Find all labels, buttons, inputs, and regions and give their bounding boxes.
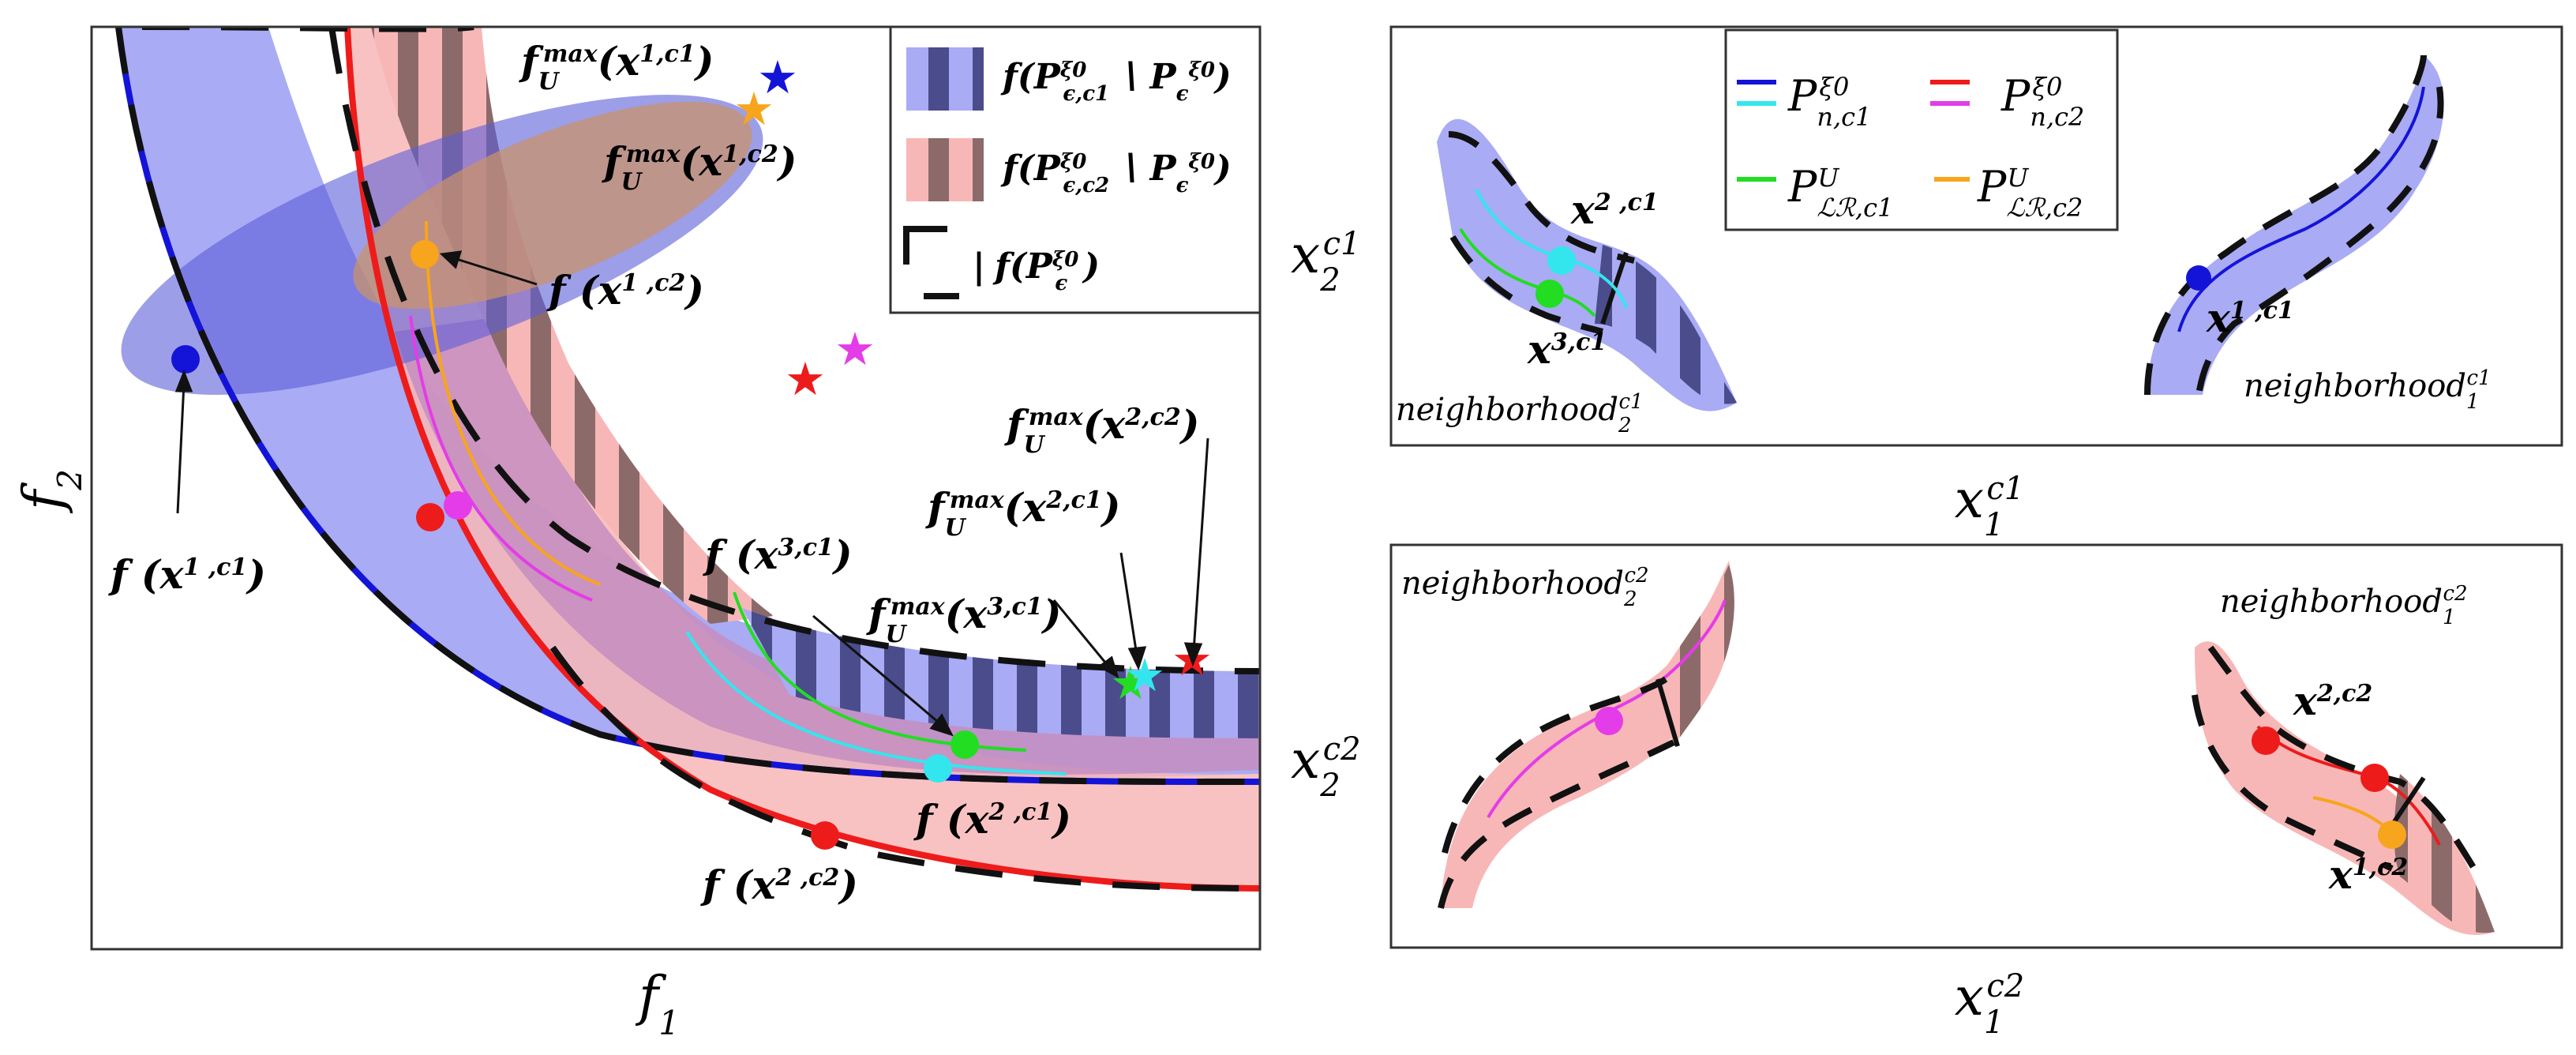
point-f-x2c2	[811, 821, 839, 850]
nb2-c1-dash-bottom	[1449, 235, 1603, 335]
blue-striped-region	[742, 608, 1260, 738]
label-x1c1: x1 ,c1	[2206, 295, 2294, 341]
blue-dashed-outline	[115, 27, 1260, 785]
svg-text:Pn,c2ξ0: Pn,c2ξ0	[2000, 71, 2084, 132]
label-nb2-c2: neighborhood2c2	[1401, 564, 1649, 611]
label-f-x3c1: f (x3,c1)	[703, 531, 853, 578]
left-panel-frame	[90, 25, 1262, 951]
bottom-right-frame	[1389, 543, 2563, 949]
nb2-c2-band	[1441, 561, 1732, 908]
point-red-1	[416, 503, 444, 531]
svg-text:Pℒℛ,c1U: Pℒℛ,c1U	[1787, 162, 1893, 223]
overlap-band	[395, 316, 1260, 775]
top-right-frame	[1389, 25, 2563, 447]
nb1-c1-dash-left	[2144, 54, 2427, 396]
point-x1c1	[2186, 265, 2211, 291]
nb2-c2-dash-top	[1442, 676, 1668, 854]
point-magenta-1	[444, 491, 472, 520]
label-f-x1c2: f (x1 ,c2)	[546, 267, 704, 313]
label-fmax-x3c1: fUmax(x3,c1)	[866, 591, 1061, 648]
blue-front-band	[118, 27, 1260, 778]
nb2-c2-magenta-curve	[1487, 599, 1727, 819]
legend-swatch-blue	[906, 47, 984, 111]
magenta-local-curve	[409, 315, 593, 602]
point-f-x2c1	[924, 754, 952, 783]
nb1-c1-band	[2147, 55, 2444, 395]
point-x1c2	[2378, 820, 2406, 849]
top-right-decision-plot: Pn,c1ξ0 Pn,c2ξ0 Pℒℛ,c1U Pℒℛ,c2U x2 ,c1 x…	[1291, 25, 2563, 543]
bottom-right-axis-y-label: x2c2	[1291, 730, 1361, 804]
star-red: ★	[785, 352, 826, 406]
point-x2c2	[2252, 726, 2280, 755]
label-x2c1: x2 ,c1	[1570, 186, 1659, 233]
nb2-c2-striped	[1658, 565, 1734, 746]
label-nb2-c1: neighborhood2c1	[1396, 390, 1644, 437]
left-axis-y-label: f2	[13, 469, 89, 514]
outer-dashed-boundary	[328, 27, 1260, 674]
label-x3c1: x3,c1	[1527, 326, 1607, 373]
nb1-c1-dash-right	[2195, 86, 2444, 396]
red-dashed-outline	[549, 645, 1260, 892]
top-right-axis-y-label: x2c1	[1291, 224, 1361, 298]
cyan-local-curve	[685, 630, 1067, 775]
nb2-c1-striped	[1595, 245, 1737, 404]
nb1-c2-dash-bottom	[2192, 694, 2394, 872]
label-nb1-c2: neighborhood1c2	[2220, 582, 2468, 629]
bottom-right-decision-plot: neighborhood2c2 neighborhood1c2 x2,c2 x1…	[1291, 543, 2563, 1041]
red-front-curve	[344, 27, 1260, 892]
svg-text:Pℒℛ,c2U: Pℒℛ,c2U	[1977, 162, 2083, 223]
left-axis-x-label: f1	[635, 966, 680, 1042]
top-right-legend: Pn,c1ξ0 Pn,c2ξ0 Pℒℛ,c1U Pℒℛ,c2U	[1724, 28, 2119, 231]
label-x1c2: x1,c2	[2328, 851, 2408, 898]
star-cyan: ★	[1124, 648, 1165, 702]
svg-text:Pn,c1ξ0: Pn,c1ξ0	[1787, 71, 1871, 132]
star-orange: ★	[733, 82, 774, 136]
point-x3c1	[1535, 280, 1564, 308]
star-green: ★	[1110, 656, 1151, 710]
label-fmax-x1c1: fUmax(x1,c1)	[519, 38, 714, 96]
point-x2c1	[1547, 246, 1576, 275]
point-f-x1c2	[411, 240, 439, 268]
orange-local-curve	[425, 220, 601, 586]
nb2-c1-dash-top	[1448, 131, 1635, 264]
annotation-arrows	[174, 250, 1209, 737]
label-nb1-c1: neighborhood1c1	[2244, 366, 2492, 414]
point-magenta-c2	[1595, 707, 1623, 735]
point-f-x1c1	[171, 345, 200, 374]
label-fmax-x1c2: fUmax(x1,c2)	[602, 138, 797, 196]
point-f-x3c1	[951, 730, 979, 759]
legend-swatch-red	[906, 138, 984, 201]
star-blue: ★	[757, 51, 798, 104]
label-fmax-x2c1: fUmax(x2,c1)	[925, 484, 1120, 542]
bottom-right-axis-x-label: x1c2	[1955, 967, 2025, 1041]
point-red-c2	[2360, 764, 2389, 792]
label-x2c2: x2,c2	[2293, 678, 2372, 724]
label-f-x2c1: f (x2 ,c1)	[913, 796, 1071, 843]
label-f-x1c1: f (x1 ,c1)	[108, 551, 266, 598]
nb2-c2-divider	[1655, 678, 1680, 747]
label-fmax-x2c2: fUmax(x2,c2)	[1004, 401, 1199, 459]
legend-dashed-swatch	[903, 226, 959, 299]
label-f-x2c2: f (x2 ,c2)	[700, 862, 858, 908]
top-right-axis-x-label: x1c1	[1955, 469, 2025, 543]
nb1-c2-dash-top	[2207, 645, 2482, 879]
star-magenta: ★	[834, 322, 876, 376]
